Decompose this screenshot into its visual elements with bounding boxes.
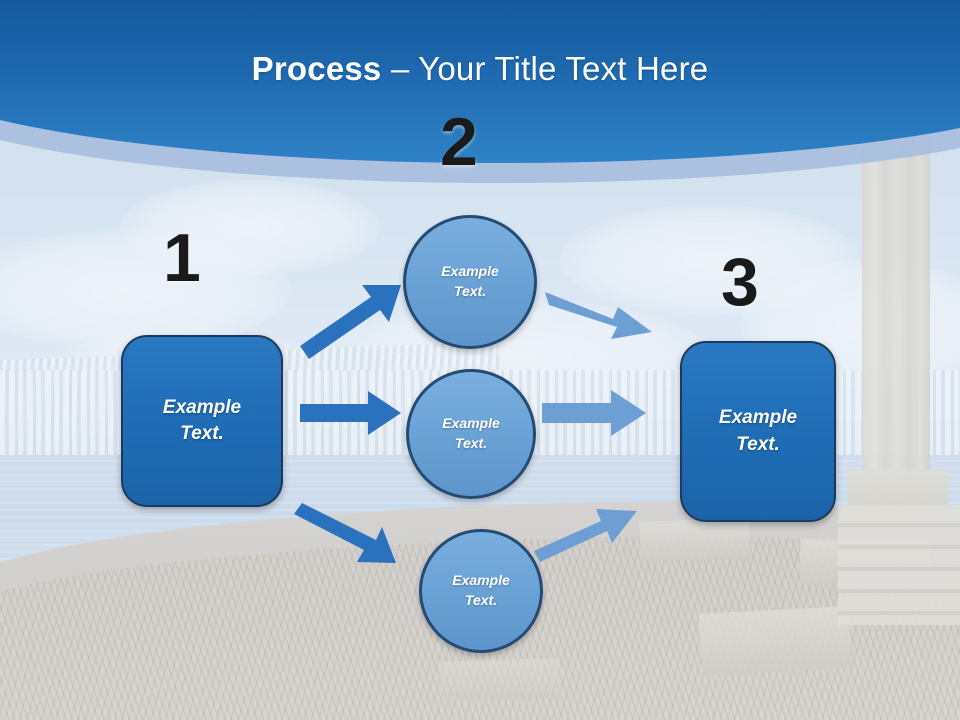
photo-column-base <box>838 505 960 625</box>
circle-middle-line-1: Example <box>442 415 500 432</box>
process-circle-top[interactable]: Example Text. <box>403 215 537 349</box>
circle-top-line-1: Example <box>441 263 499 280</box>
process-circle-bottom[interactable]: Example Text. <box>419 529 543 653</box>
end-box-line-2: Text. <box>736 433 780 455</box>
end-box-line-1: Example <box>718 407 798 429</box>
process-circle-middle[interactable]: Example Text. <box>406 369 536 499</box>
step-number-3: 3 <box>721 244 759 320</box>
photo-cloud <box>120 180 380 275</box>
step-number-2: 2 <box>440 104 478 180</box>
step-number-1: 1 <box>163 220 201 296</box>
circle-top-line-2: Text. <box>453 283 487 299</box>
process-end-box[interactable]: Example Text. <box>680 341 836 522</box>
circle-middle-line-2: Text. <box>454 435 488 451</box>
photo-ancient-column <box>862 120 930 505</box>
start-box-line-2: Text. <box>180 423 224 444</box>
start-box-line-1: Example <box>162 396 242 418</box>
process-start-box[interactable]: Example Text. <box>121 335 283 507</box>
circle-bottom-line-1: Example <box>452 572 510 589</box>
circle-bottom-line-2: Text. <box>464 592 498 608</box>
